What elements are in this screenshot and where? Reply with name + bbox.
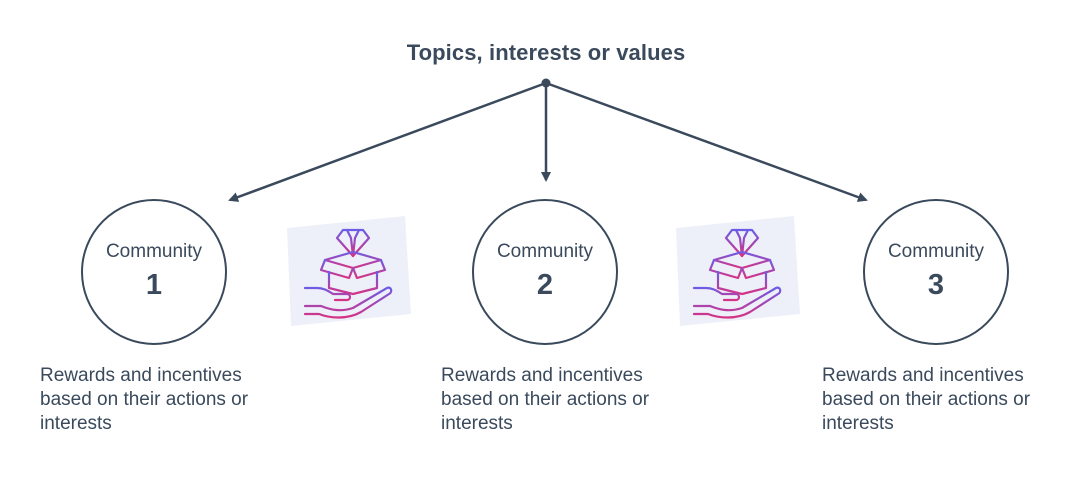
community-number: 1 xyxy=(145,269,163,301)
community-circle-3: Community 3 xyxy=(863,199,1009,345)
community-circle-2: Community 2 xyxy=(472,199,618,345)
community-circle-1: Community 1 xyxy=(81,199,227,345)
community-number: 2 xyxy=(536,269,554,301)
community-label: Community xyxy=(887,241,985,262)
diagram-title: Topics, interests or values xyxy=(406,40,686,65)
community-label: Community xyxy=(496,241,594,262)
community-description-2: Rewards and incentives based on their ac… xyxy=(441,365,650,434)
community-description-3: Rewards and incentives based on their ac… xyxy=(822,365,1031,434)
community-description-1: Rewards and incentives based on their ac… xyxy=(40,365,249,434)
gift-reward-icon xyxy=(287,216,411,326)
gift-reward-icon xyxy=(676,216,800,326)
arrow-to-community-3 xyxy=(545,81,868,202)
community-label: Community xyxy=(105,241,203,262)
arrow-to-community-1 xyxy=(228,81,547,202)
community-number: 3 xyxy=(927,269,945,301)
